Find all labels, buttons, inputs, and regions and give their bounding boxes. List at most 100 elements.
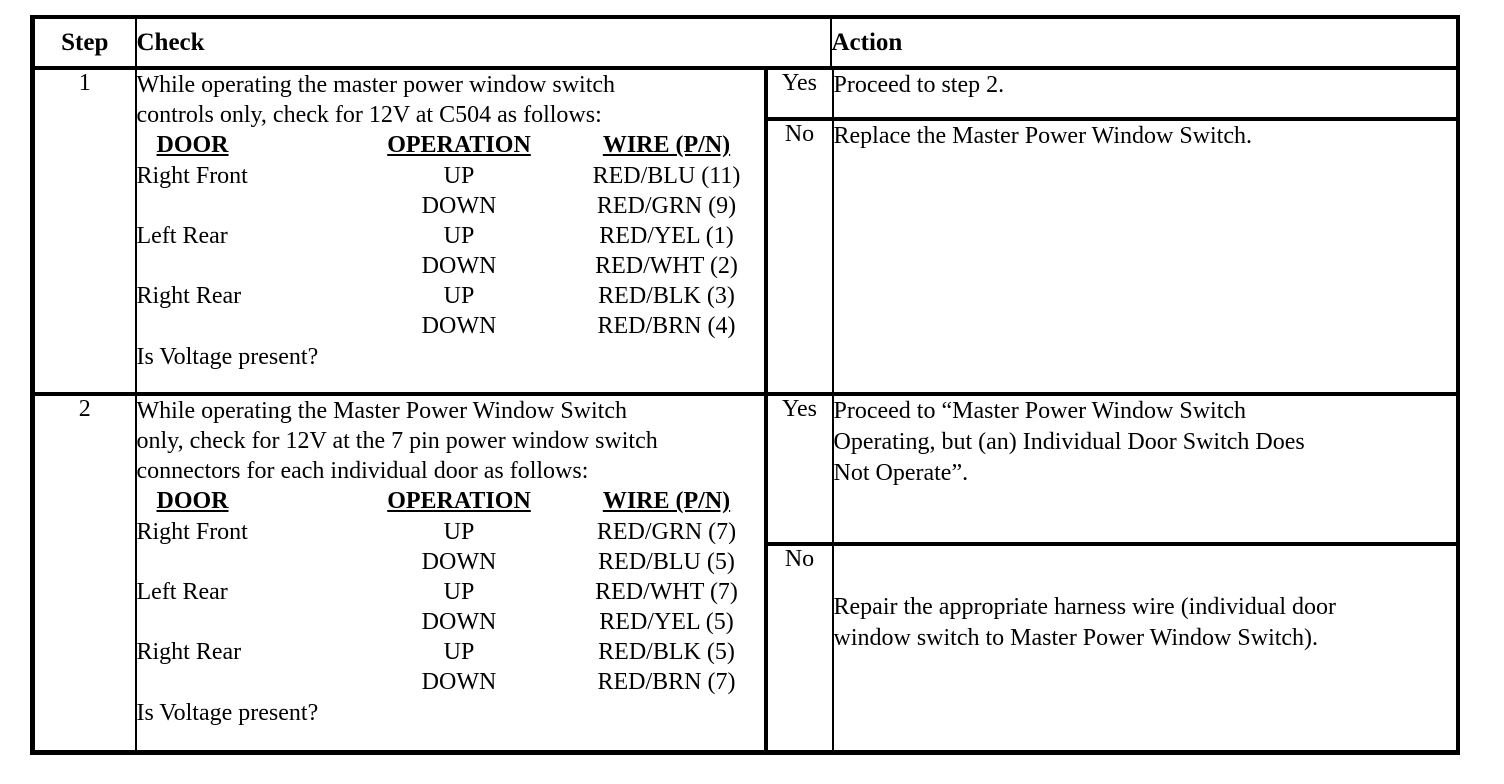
wire-row: Left Rear UP RED/WHT (7) — [136, 577, 772, 607]
wire-row: Right Front UP RED/BLU (11) — [136, 161, 772, 191]
wire-value: RED/BRN (4) — [561, 311, 772, 341]
wire-row: Left Rear UP RED/YEL (1) — [136, 221, 772, 251]
wire-operation: UP — [356, 281, 562, 311]
wire-col-operation: OPERATION — [387, 488, 531, 514]
check-intro-line: controls only, check for 12V at C504 as … — [136, 102, 602, 128]
table-row-step-1: 1 While operating the master power windo… — [30, 66, 1460, 395]
check-outro-step-2: Is Voltage present? — [136, 700, 319, 726]
wire-table-step-2: DOOR OPERATION WIRE (P/N) Right Front UP… — [136, 486, 772, 697]
wire-col-door: DOOR — [156, 488, 229, 514]
table-row-step-2: 2 While operating the Master Power Windo… — [30, 392, 1460, 755]
check-intro-line: only, check for 12V at the 7 pin power w… — [136, 428, 658, 454]
action-line: Operating, but (an) Individual Door Swit… — [833, 429, 1305, 455]
wire-operation: DOWN — [356, 251, 562, 281]
yesno-action-split-step-1: Yes Proceed to step 2. No Replace the Ma… — [765, 70, 1456, 392]
step-number: 2 — [30, 392, 137, 755]
wire-operation: DOWN — [356, 547, 562, 577]
wire-value: RED/YEL (5) — [561, 607, 772, 637]
wire-door — [136, 667, 357, 697]
action-line: Repair the appropriate harness wire (ind… — [833, 594, 1337, 620]
wire-row: DOWN RED/GRN (9) — [136, 191, 772, 221]
step-number: 1 — [30, 66, 137, 395]
wire-col-operation: OPERATION — [387, 132, 531, 158]
diagnostic-table: Step Check Action 1 While operating the … — [30, 15, 1460, 755]
wire-value: RED/WHT (2) — [561, 251, 772, 281]
wire-operation: DOWN — [356, 607, 562, 637]
wire-table-header-row: DOOR OPERATION WIRE (P/N) — [137, 130, 772, 161]
wire-operation: DOWN — [356, 311, 562, 341]
wire-door: Left Rear — [136, 221, 357, 251]
wire-table-header-row: DOOR OPERATION WIRE (P/N) — [137, 486, 772, 517]
wire-row: DOWN RED/BLU (5) — [136, 547, 772, 577]
wire-operation: UP — [356, 637, 562, 667]
wire-door — [136, 607, 357, 637]
wire-col-door: DOOR — [156, 132, 229, 158]
wire-row: DOWN RED/YEL (5) — [136, 607, 772, 637]
action-line: Not Operate”. — [833, 460, 969, 486]
action-line: Replace the Master Power Window Switch. — [833, 123, 1253, 149]
check-intro-step-2: While operating the Master Power Window … — [137, 396, 764, 486]
yesno-action-split-step-2: Yes Proceed to “Master Power Window Swit… — [765, 396, 1456, 750]
no-action-step-1: Replace the Master Power Window Switch. — [831, 117, 1456, 392]
wire-door — [136, 311, 357, 341]
wire-table-step-1: DOOR OPERATION WIRE (P/N) Right Front UP… — [136, 130, 772, 341]
no-label: No — [765, 542, 834, 750]
wire-value: RED/BLU (11) — [561, 161, 772, 191]
wire-operation: UP — [356, 517, 562, 547]
wire-operation: UP — [356, 221, 562, 251]
wire-value: RED/BRN (7) — [561, 667, 772, 697]
no-label: No — [765, 117, 834, 392]
yes-branch-step-2: Yes Proceed to “Master Power Window Swit… — [765, 396, 1456, 545]
no-action-step-2: Repair the appropriate harness wire (ind… — [831, 542, 1456, 750]
yes-action-step-2: Proceed to “Master Power Window Switch O… — [831, 396, 1456, 545]
wire-door: Right Rear — [136, 281, 357, 311]
wire-row: Right Rear UP RED/BLK (3) — [136, 281, 772, 311]
check-intro-line: connectors for each individual door as f… — [136, 458, 589, 484]
wire-row: DOWN RED/BRN (4) — [136, 311, 772, 341]
action-line: window switch to Master Power Window Swi… — [833, 625, 1319, 651]
check-intro-step-1: While operating the master power window … — [137, 70, 764, 130]
wire-value: RED/BLK (3) — [561, 281, 772, 311]
wire-col-wire: WIRE (P/N) — [602, 132, 731, 158]
header-check: Check — [134, 15, 832, 69]
wire-row: Right Front UP RED/GRN (7) — [136, 517, 772, 547]
check-cell-step-1: While operating the master power window … — [134, 66, 772, 395]
wire-door: Right Front — [136, 161, 357, 191]
no-branch-step-1: No Replace the Master Power Window Switc… — [765, 117, 1456, 392]
wire-value: RED/WHT (7) — [561, 577, 772, 607]
wire-door: Right Front — [136, 517, 357, 547]
wire-operation: UP — [356, 577, 562, 607]
wire-col-wire: WIRE (P/N) — [602, 488, 731, 514]
action-line: Proceed to step 2. — [833, 72, 1005, 98]
wire-door — [136, 547, 357, 577]
no-branch-step-2: No Repair the appropriate harness wire (… — [765, 542, 1456, 750]
action-group-step-1: Yes Proceed to step 2. No Replace the Ma… — [764, 66, 1460, 395]
table-header-row: Step Check Action — [30, 15, 1460, 69]
wire-operation: UP — [356, 161, 562, 191]
wire-value: RED/BLU (5) — [561, 547, 772, 577]
wire-operation: DOWN — [356, 667, 562, 697]
wire-row: Right Rear UP RED/BLK (5) — [136, 637, 772, 667]
wire-value: RED/YEL (1) — [561, 221, 772, 251]
wire-door: Left Rear — [136, 577, 357, 607]
yes-branch-step-1: Yes Proceed to step 2. — [765, 70, 1456, 120]
wire-value: RED/GRN (9) — [561, 191, 772, 221]
header-action: Action — [829, 15, 1460, 69]
yes-label: Yes — [765, 70, 834, 120]
check-intro-line: While operating the master power window … — [136, 72, 616, 98]
action-line: Proceed to “Master Power Window Switch — [833, 398, 1247, 424]
wire-operation: DOWN — [356, 191, 562, 221]
wire-door — [136, 191, 357, 221]
wire-value: RED/BLK (5) — [561, 637, 772, 667]
check-cell-step-2: While operating the Master Power Window … — [134, 392, 772, 755]
yes-action-step-1: Proceed to step 2. — [831, 70, 1456, 120]
wire-value: RED/GRN (7) — [561, 517, 772, 547]
action-group-step-2: Yes Proceed to “Master Power Window Swit… — [764, 392, 1460, 755]
wire-row: DOWN RED/WHT (2) — [136, 251, 772, 281]
wire-row: DOWN RED/BRN (7) — [136, 667, 772, 697]
check-intro-line: While operating the Master Power Window … — [136, 398, 628, 424]
wire-door — [136, 251, 357, 281]
header-step: Step — [30, 15, 137, 69]
check-outro-step-1: Is Voltage present? — [136, 344, 319, 370]
